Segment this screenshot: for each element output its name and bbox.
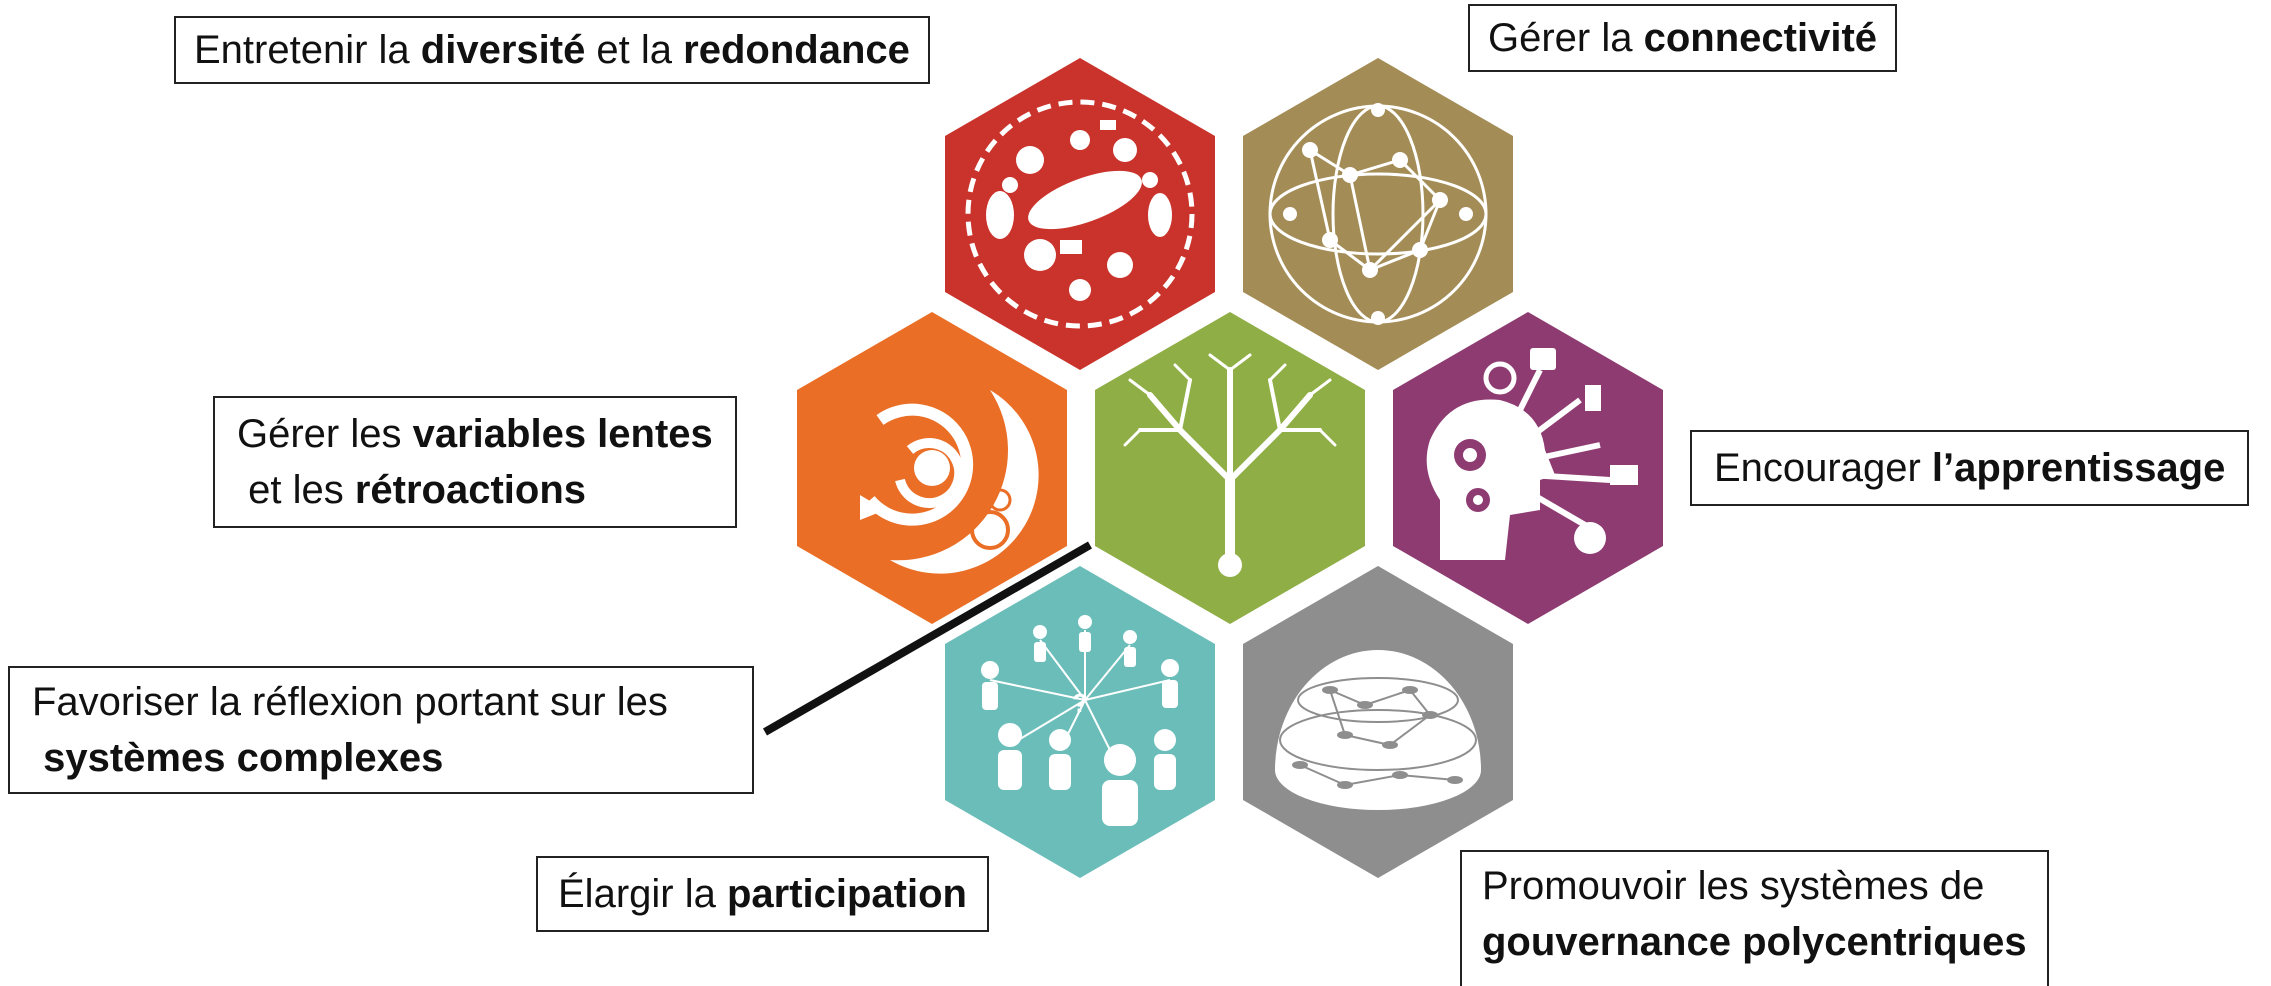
label-governance-bold: gouvernance polycentriques: [1482, 920, 2027, 964]
head-gears-learning-icon: [1426, 348, 1638, 560]
label-learning: Encourager l’apprentissage: [1690, 430, 2250, 506]
label-participation-text: Élargir la: [558, 872, 727, 916]
hex-learning: [1393, 312, 1663, 624]
hex-diversity: [945, 58, 1215, 370]
label-governance-line-1: Promouvoir les systèmes de: [1482, 864, 1985, 908]
label-diversity-mid: et la: [585, 28, 684, 72]
label-connectivity: Gérer la connectivité: [1468, 4, 1898, 72]
label-slow-variables-bold-2: rétroactions: [354, 468, 587, 512]
label-governance: Promouvoir les systèmes de gouvernance p…: [1460, 850, 2049, 986]
hex-connectivity: [1243, 58, 1513, 370]
label-complex-systems: Favoriser la réflexion portant sur les s…: [8, 666, 754, 794]
hex-complex-systems: [1095, 312, 1365, 624]
svg-text:?: ?: [1072, 688, 1088, 718]
label-connectivity-text: Gérer la: [1488, 16, 1644, 60]
label-slow-variables-bold-1: variables lentes: [412, 412, 713, 456]
hex-participation: ?: [945, 566, 1215, 878]
label-learning-text: Encourager: [1714, 446, 1932, 490]
label-learning-bold: l’apprentissage: [1931, 446, 2226, 490]
network-sphere-icon: [1268, 103, 1488, 325]
label-diversity-bold-1: diversité: [420, 28, 586, 72]
label-slow-variables-mid: et les: [237, 468, 355, 512]
label-slow-variables-pre: Gérer les: [237, 412, 413, 456]
tree-icon: [1123, 353, 1337, 577]
label-diversity-text: Entretenir la: [194, 28, 421, 72]
animals-globe-icon: [965, 99, 1195, 329]
connector-line: [763, 541, 1092, 736]
people-network-icon: ?: [981, 615, 1179, 826]
label-connectivity-bold: connectivité: [1643, 16, 1878, 60]
label-complex-systems-line-1: Favoriser la réflexion portant sur les: [32, 680, 668, 724]
label-slow-variables: Gérer les variables lentes et les rétroa…: [213, 396, 737, 528]
hex-governance: [1243, 566, 1513, 878]
label-diversity: Entretenir la diversité et la redondance: [174, 16, 930, 84]
label-participation-bold: participation: [726, 872, 967, 916]
label-complex-systems-bold: systèmes complexes: [32, 736, 444, 780]
label-participation: Élargir la participation: [536, 856, 989, 932]
hex-connectivity-shape: [1243, 58, 1513, 370]
label-slow-variables-line-1: Gérer les variables lentes: [237, 406, 713, 462]
label-diversity-bold-2: redondance: [683, 28, 910, 72]
hex-participation-shape: [945, 566, 1215, 878]
feedback-loops-icon: [860, 390, 1039, 574]
dome-network-icon: [1275, 650, 1481, 810]
hex-slow-variables: [797, 312, 1067, 624]
label-slow-variables-line-2: et les rétroactions: [237, 462, 713, 518]
